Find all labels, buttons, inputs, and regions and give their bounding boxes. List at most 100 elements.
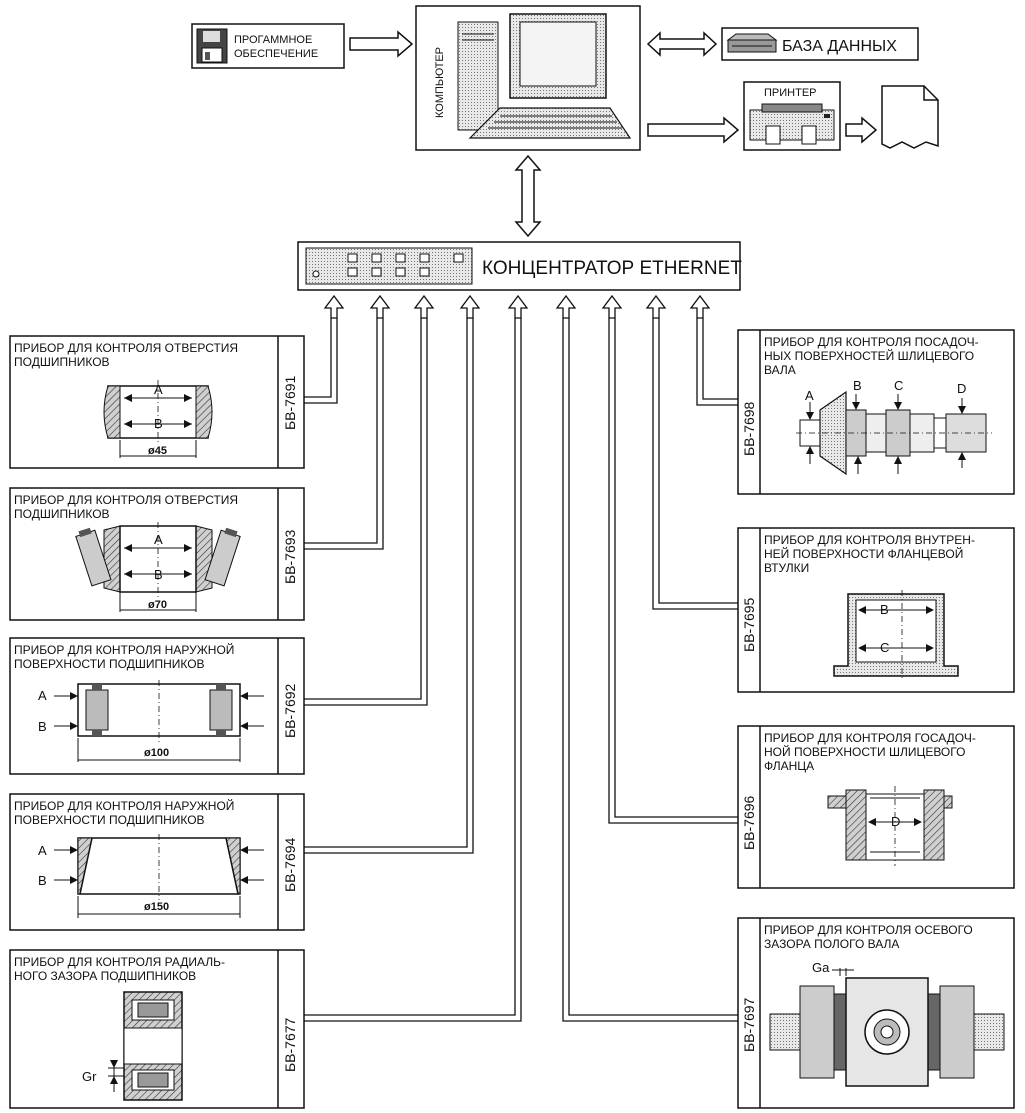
device-title-line1: ПРИБОР ДЛЯ КОНТРОЛЯ ОТВЕРСТИЯ (14, 493, 238, 507)
software-label-line1: ПРОГАММНОЕ (234, 34, 312, 46)
hub-port-icon (347, 267, 358, 277)
device-title-line2: ЗАЗОРА ПОЛОГО ВАЛА (764, 937, 899, 951)
device-title-line1: ПРИБОР ДЛЯ КОНТРОЛЯ РАДИАЛЬ- (14, 955, 225, 969)
diameter-label: ø70 (148, 599, 167, 611)
software-to-computer-arrow (349, 30, 414, 58)
measure-label-gr: Gr (82, 1069, 97, 1084)
measure-label-a: A (154, 382, 163, 397)
measure-label-b: B (880, 602, 889, 617)
computer-database-arrow (646, 31, 718, 57)
link-bv7691 (304, 294, 345, 404)
device-title-line1: ПРИБОР ДЛЯ КОНТРОЛЯ ВНУТРЕН- (764, 533, 975, 547)
device-title-line1: ПРИБОР ДЛЯ КОНТРОЛЯ ОСЕВОГО (764, 923, 973, 937)
tapered-bearing-bore-drawing (75, 522, 241, 612)
measure-label-a: A (154, 532, 163, 547)
device-title-line1: ПРИБОР ДЛЯ КОНТРОЛЯ ГОСАДОЧ- (764, 731, 976, 745)
spline-shaft-drawing (796, 390, 992, 476)
link-bv7694 (304, 294, 481, 854)
computer-label: КОМПЬЮТЕР (434, 47, 446, 118)
left-device-column: ПРИБОР ДЛЯ КОНТРОЛЯ ОТВЕРСТИЯ ПОДШИПНИКО… (9, 335, 305, 1109)
ethernet-hub-block: КОНЦЕНТРАТОР ETHERNET (297, 241, 742, 291)
link-bv7698 (689, 294, 738, 406)
printer-icon (749, 103, 835, 145)
device-title-line2: ПОДШИПНИКОВ (14, 355, 110, 369)
device-title-line1: ПРИБОР ДЛЯ КОНТРОЛЯ ОТВЕРСТИЯ (14, 341, 238, 355)
measure-label-a: A (38, 688, 47, 703)
device-code: БВ-7697 (741, 997, 757, 1052)
link-bv7696 (601, 294, 738, 824)
measure-label-b: B (853, 378, 862, 393)
link-bv7697 (555, 294, 738, 1022)
device-title-line3: ФЛАНЦА (764, 759, 814, 773)
bearing-bore-drawing (103, 380, 213, 458)
link-bv7693 (304, 294, 391, 550)
device-code: БВ-7695 (741, 597, 757, 652)
measure-label-b: B (154, 567, 163, 582)
printer-block: ПРИНТЕР (743, 81, 841, 151)
device-card-bv7697: БВ-7697 ПРИБОР ДЛЯ КОНТРОЛЯ ОСЕВОГО ЗАЗО… (737, 917, 1015, 1109)
device-title-line2: ПОДШИПНИКОВ (14, 507, 110, 521)
device-title-line2: ПОВЕРХНОСТИ ПОДШИПНИКОВ (14, 657, 205, 671)
device-title-line1: ПРИБОР ДЛЯ КОНТРОЛЯ НАРУЖНОЙ (14, 642, 234, 657)
device-card-bv7693: ПРИБОР ДЛЯ КОНТРОЛЯ ОТВЕРСТИЯ ПОДШИПНИКО… (9, 487, 305, 621)
measure-label-b: B (38, 719, 47, 734)
floppy-disk-icon (196, 28, 228, 64)
measure-label-ga: Ga (812, 960, 830, 975)
hub-port-icon (453, 253, 464, 263)
hub-device-icon (305, 247, 473, 285)
computer-icon (457, 13, 632, 139)
computer-hub-arrow (514, 154, 542, 238)
device-code: БВ-7677 (282, 1017, 298, 1072)
device-card-bv7692: ПРИБОР ДЛЯ КОНТРОЛЯ НАРУЖНОЙ ПОВЕРХНОСТИ… (9, 637, 305, 775)
device-title-line1: ПРИБОР ДЛЯ КОНТРОЛЯ ПОСАДОЧ- (764, 335, 979, 349)
tapered-outer-surface-drawing (54, 834, 264, 918)
device-code: БВ-7692 (282, 683, 298, 738)
measure-label-d: D (891, 814, 900, 829)
hub-port-icon (419, 267, 430, 277)
device-code: БВ-7698 (741, 401, 757, 456)
database-drive-icon (726, 33, 778, 53)
measure-label-a: A (805, 388, 814, 403)
database-label: БАЗА ДАННЫХ (782, 38, 897, 55)
diameter-label: ø150 (144, 901, 169, 913)
measure-label-c: C (894, 378, 903, 393)
software-label-line2: ОБЕСПЕЧЕНИЕ (234, 48, 318, 60)
link-bv7695 (645, 294, 738, 610)
device-title-line3: ВАЛА (764, 363, 796, 377)
device-code: БВ-7693 (282, 529, 298, 584)
outer-surface-drawing (54, 680, 264, 762)
measure-label-a: A (38, 843, 47, 858)
device-title-line1: ПРИБОР ДЛЯ КОНТРОЛЯ НАРУЖНОЙ (14, 798, 234, 813)
device-title-line2: НЕЙ ПОВЕРХНОСТИ ФЛАНЦЕВОЙ (764, 546, 963, 561)
link-bv7692 (304, 294, 435, 706)
connection-lines (304, 294, 738, 1022)
device-title-line2: НОЙ ПОВЕРХНОСТИ ШЛИЦЕВОГО (764, 744, 965, 759)
device-title-line2: ПОВЕРХНОСТИ ПОДШИПНИКОВ (14, 813, 205, 827)
hub-port-icon (419, 253, 430, 263)
measure-label-c: C (880, 640, 889, 655)
spline-flange-drawing (827, 786, 953, 866)
computer-printer-arrow (647, 116, 740, 144)
measure-label-d: D (957, 381, 966, 396)
software-block: ПРОГАММНОЕ ОБЕСПЕЧЕНИЕ (191, 23, 345, 69)
device-card-bv7698: БВ-7698 ПРИБОР ДЛЯ КОНТРОЛЯ ПОСАДОЧ- НЫХ… (737, 329, 1015, 495)
device-card-bv7677: ПРИБОР ДЛЯ КОНТРОЛЯ РАДИАЛЬ- НОГО ЗАЗОРА… (9, 949, 305, 1109)
device-card-bv7691: ПРИБОР ДЛЯ КОНТРОЛЯ ОТВЕРСТИЯ ПОДШИПНИКО… (9, 335, 305, 469)
diameter-label: ø100 (144, 747, 169, 759)
hub-port-icon (395, 253, 406, 263)
device-title-line3: ВТУЛКИ (764, 561, 809, 575)
device-code: БВ-7696 (741, 795, 757, 850)
device-code: БВ-7694 (282, 837, 298, 892)
hollow-shaft-drawing (769, 968, 1005, 1087)
link-bv7677 (304, 294, 529, 1022)
diameter-label: ø45 (148, 445, 167, 457)
paper-sheet-icon (881, 85, 939, 149)
hub-port-icon (395, 267, 406, 277)
measure-label-b: B (154, 416, 163, 431)
device-code: БВ-7691 (282, 375, 298, 430)
printer-label: ПРИНТЕР (764, 87, 817, 99)
printer-output-arrow (845, 116, 878, 144)
measure-label-b: B (38, 873, 47, 888)
device-card-bv7696: БВ-7696 ПРИБОР ДЛЯ КОНТРОЛЯ ГОСАДОЧ- НОЙ… (737, 725, 1015, 889)
